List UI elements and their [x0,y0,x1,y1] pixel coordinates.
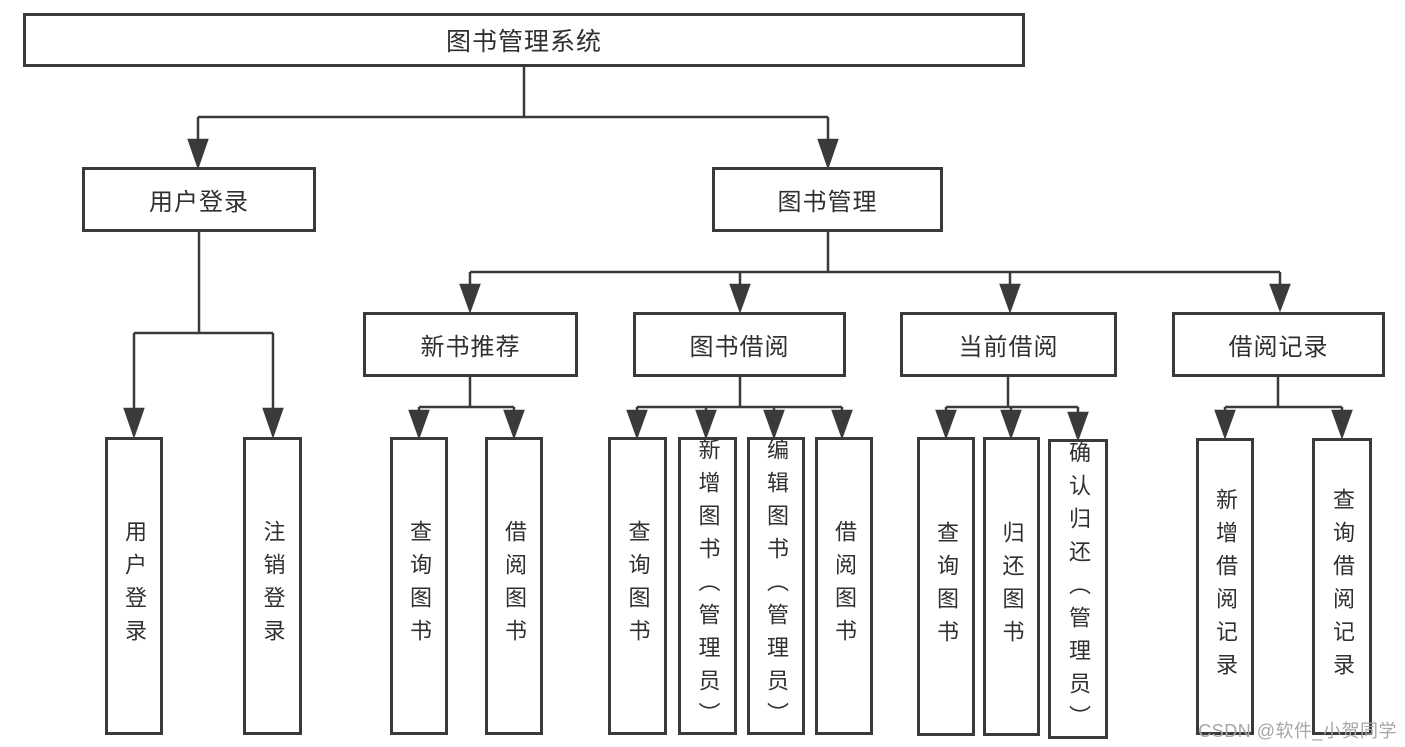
leaf-edit-book-admin: 编辑图书（管理员） [747,437,805,735]
node-book-borrow: 图书借阅 [633,312,846,377]
node-library-management-system: 图书管理系统 [23,13,1025,67]
leaf-add-borrow-record: 新增借阅记录 [1196,438,1254,735]
leaf-logout: 注销登录 [243,437,302,735]
connector-root-to-level2 [187,67,839,170]
connector-book-borrow-children [626,377,853,440]
leaf-return-book: 归还图书 [983,437,1040,736]
connector-user-login-children [123,231,284,439]
node-current-borrow: 当前借阅 [900,312,1117,377]
leaf-rec-query-book: 查询图书 [390,437,448,735]
node-new-book-recommend: 新书推荐 [363,312,578,377]
node-user-login: 用户登录 [82,167,316,232]
leaf-query-borrow-record: 查询借阅记录 [1312,438,1372,735]
csdn-watermark: CSDN @软件_小贺同学 [1198,721,1397,741]
leaf-current-query-book: 查询图书 [917,437,975,736]
leaf-rec-borrow-book: 借阅图书 [485,437,543,735]
leaf-confirm-return-admin: 确认归还（管理员） [1048,439,1108,739]
leaf-add-book-admin: 新增图书（管理员） [678,437,737,735]
leaf-user-login: 用户登录 [105,437,163,735]
node-book-management: 图书管理 [712,167,943,232]
connector-new-book-rec-children [408,377,525,440]
leaf-borrow-book: 借阅图书 [815,437,873,735]
node-borrow-record: 借阅记录 [1172,312,1385,377]
connector-current-borrow-children [935,377,1089,442]
connector-book-mgmt-children [459,232,1291,314]
leaf-borrow-query-book: 查询图书 [608,437,667,735]
connector-borrow-record-children [1214,377,1353,440]
